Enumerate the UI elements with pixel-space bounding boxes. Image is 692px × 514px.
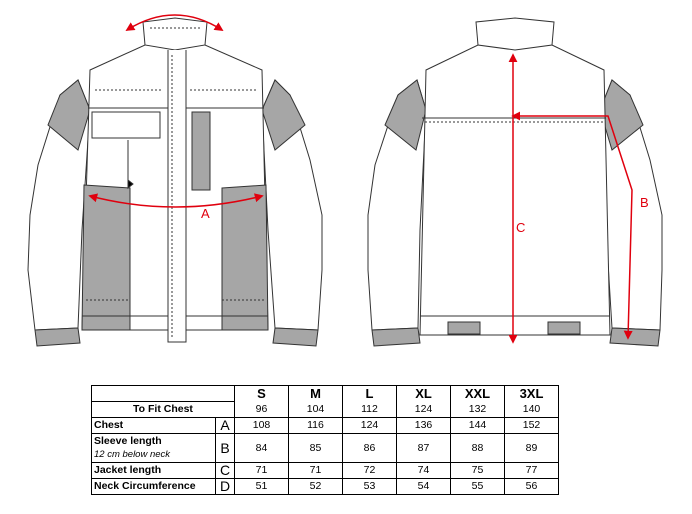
cell-value: 87 (396, 433, 451, 463)
size-header: S (234, 385, 289, 402)
cell-value: 53 (342, 478, 397, 495)
to-fit-label: To Fit Chest (91, 401, 235, 418)
cell-value: 51 (234, 478, 289, 495)
cell-value: 108 (234, 417, 289, 434)
row-label-main: Sleeve length (94, 435, 162, 447)
cell-value: 74 (396, 462, 451, 479)
size-header: XXL (450, 385, 505, 402)
blank-header-cell (91, 385, 235, 402)
to-fit-value: 104 (288, 401, 343, 418)
neck-measure-arrow (125, 14, 224, 31)
to-fit-row: To Fit Chest 96 104 112 124 132 140 (91, 401, 559, 418)
cell-value: 55 (450, 478, 505, 495)
to-fit-value: 132 (450, 401, 505, 418)
row-letter: D (215, 478, 235, 495)
cell-value: 85 (288, 433, 343, 463)
label-b: B (640, 195, 649, 210)
cell-value: 89 (504, 433, 559, 463)
row-label-sub: 12 cm below neck (94, 449, 171, 460)
cell-value: 56 (504, 478, 559, 495)
jacket-length-row: Jacket length C 71 71 72 74 75 77 (91, 462, 559, 479)
row-label: Chest (91, 417, 216, 434)
label-c: C (516, 220, 525, 235)
chest-row: Chest A 108 116 124 136 144 152 (91, 417, 559, 434)
cell-value: 71 (288, 462, 343, 479)
row-label: Jacket length (91, 462, 216, 479)
chest-measure-arrow (88, 193, 264, 208)
size-chart-table: S M L XL XXL 3XL To Fit Chest 96 104 112… (91, 385, 559, 495)
row-letter: C (215, 462, 235, 479)
cell-value: 116 (288, 417, 343, 434)
to-fit-value: 96 (234, 401, 289, 418)
sleeve-row: Sleeve length 12 cm below neck B 84 85 8… (91, 433, 559, 463)
cell-value: 136 (396, 417, 451, 434)
to-fit-value: 124 (396, 401, 451, 418)
cell-value: 88 (450, 433, 505, 463)
cell-value: 54 (396, 478, 451, 495)
size-header: M (288, 385, 343, 402)
cell-value: 152 (504, 417, 559, 434)
label-a: A (201, 206, 210, 221)
back-jacket-drawing (367, 17, 663, 347)
neck-row: Neck Circumference D 51 52 53 54 55 56 (91, 478, 559, 495)
cell-value: 71 (234, 462, 289, 479)
cell-value: 77 (504, 462, 559, 479)
cell-value: 84 (234, 433, 289, 463)
row-letter: B (215, 433, 235, 463)
size-header: L (342, 385, 397, 402)
row-letter: A (215, 417, 235, 434)
row-label: Neck Circumference (91, 478, 216, 495)
size-header-row: S M L XL XXL 3XL (91, 385, 559, 402)
to-fit-value: 112 (342, 401, 397, 418)
cell-value: 52 (288, 478, 343, 495)
size-header: XL (396, 385, 451, 402)
front-jacket-drawing (27, 17, 323, 347)
cell-value: 144 (450, 417, 505, 434)
to-fit-value: 140 (504, 401, 559, 418)
cell-value: 124 (342, 417, 397, 434)
cell-value: 72 (342, 462, 397, 479)
row-label: Sleeve length 12 cm below neck (91, 433, 216, 463)
cell-value: 75 (450, 462, 505, 479)
size-header: 3XL (504, 385, 559, 402)
sleeve-measure-arrow (511, 111, 633, 340)
jacket-illustrations: A C B (27, 14, 663, 347)
cell-value: 86 (342, 433, 397, 463)
